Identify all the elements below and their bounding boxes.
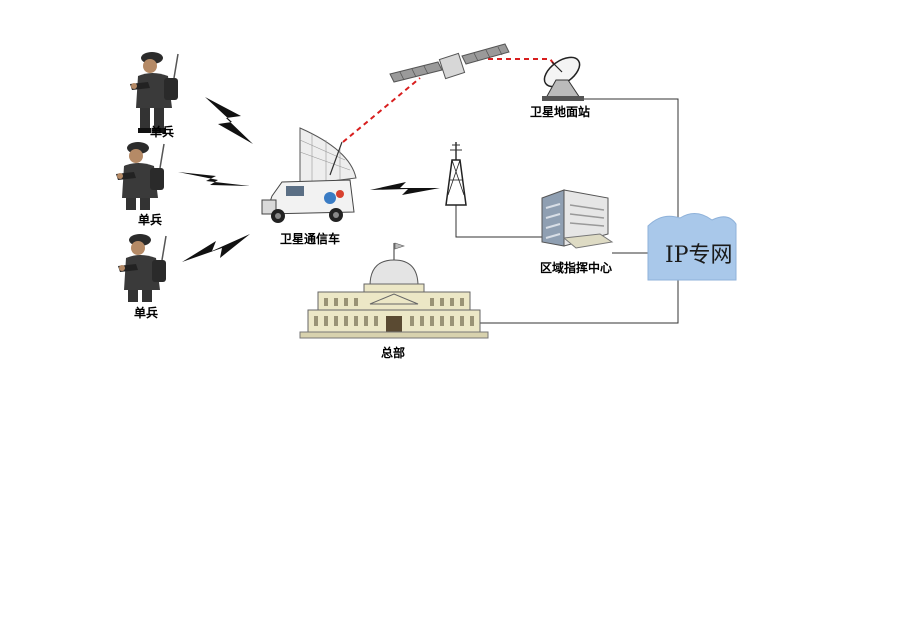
link-tower-regional-center xyxy=(455,205,542,238)
soldier-label-3: 单兵 xyxy=(134,305,158,320)
capitol-building-icon xyxy=(299,242,489,339)
satellite-icon xyxy=(389,43,510,83)
office-building-icon xyxy=(541,189,614,249)
ip-network-cloud: IP专网 xyxy=(647,213,737,281)
downlink-satellite-ground-station xyxy=(488,58,558,69)
uplink-vehicle-satellite xyxy=(342,77,421,143)
ground-station-label: 卫星地面站 xyxy=(530,104,590,119)
wireless-bolt-1 xyxy=(205,97,253,144)
soldier-label-2: 单兵 xyxy=(138,212,162,227)
satellite-dish-icon xyxy=(542,56,584,101)
regional-center-label: 区域指挥中心 xyxy=(540,260,612,275)
radio-tower-icon xyxy=(445,142,467,206)
soldier-icon xyxy=(130,52,179,133)
ip-network-label: IP专网 xyxy=(665,243,733,268)
link-ground-station-ip xyxy=(584,98,679,218)
wireless-bolt-3 xyxy=(182,234,250,262)
wireless-bolt-4 xyxy=(370,182,440,195)
link-headquarters-ip xyxy=(480,278,679,324)
wireless-bolt-2 xyxy=(178,172,250,186)
headquarters-label: 总部 xyxy=(381,345,405,360)
soldier-icon xyxy=(118,234,167,302)
soldier-icon xyxy=(116,142,165,210)
soldier-label-1: 单兵 xyxy=(150,124,174,139)
vehicle-label: 卫星通信车 xyxy=(280,231,340,246)
satellite-vehicle-icon xyxy=(261,127,357,223)
